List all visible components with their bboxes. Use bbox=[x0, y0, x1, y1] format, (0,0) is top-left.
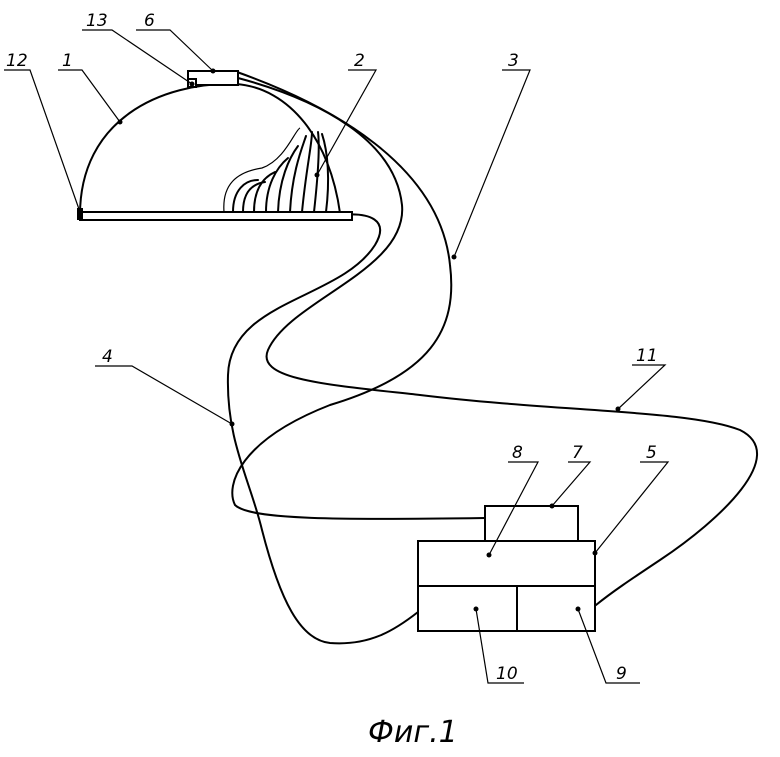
block-8 bbox=[418, 541, 595, 586]
coil-windings-2 bbox=[224, 128, 328, 212]
label-9: 9 bbox=[616, 664, 627, 684]
label-4: 4 bbox=[102, 347, 113, 367]
label-8: 8 bbox=[512, 443, 523, 463]
label-1: 1 bbox=[62, 51, 73, 71]
label-11: 11 bbox=[636, 346, 658, 366]
label-6: 6 bbox=[144, 11, 155, 31]
sensor-12 bbox=[77, 208, 83, 220]
cable-3 bbox=[232, 72, 485, 519]
label-12: 12 bbox=[6, 51, 28, 71]
label-5: 5 bbox=[646, 443, 657, 463]
label-7: 7 bbox=[572, 443, 583, 463]
block-10 bbox=[418, 586, 517, 631]
control-unit-5 bbox=[418, 506, 595, 631]
figure-caption: Фиг.1 bbox=[368, 715, 458, 750]
label-13: 13 bbox=[86, 11, 108, 31]
label-3: 3 bbox=[508, 51, 519, 71]
dome-base-plate bbox=[80, 212, 352, 220]
label-10: 10 bbox=[496, 664, 518, 684]
label-2: 2 bbox=[354, 51, 365, 71]
cable-4 bbox=[228, 214, 418, 643]
